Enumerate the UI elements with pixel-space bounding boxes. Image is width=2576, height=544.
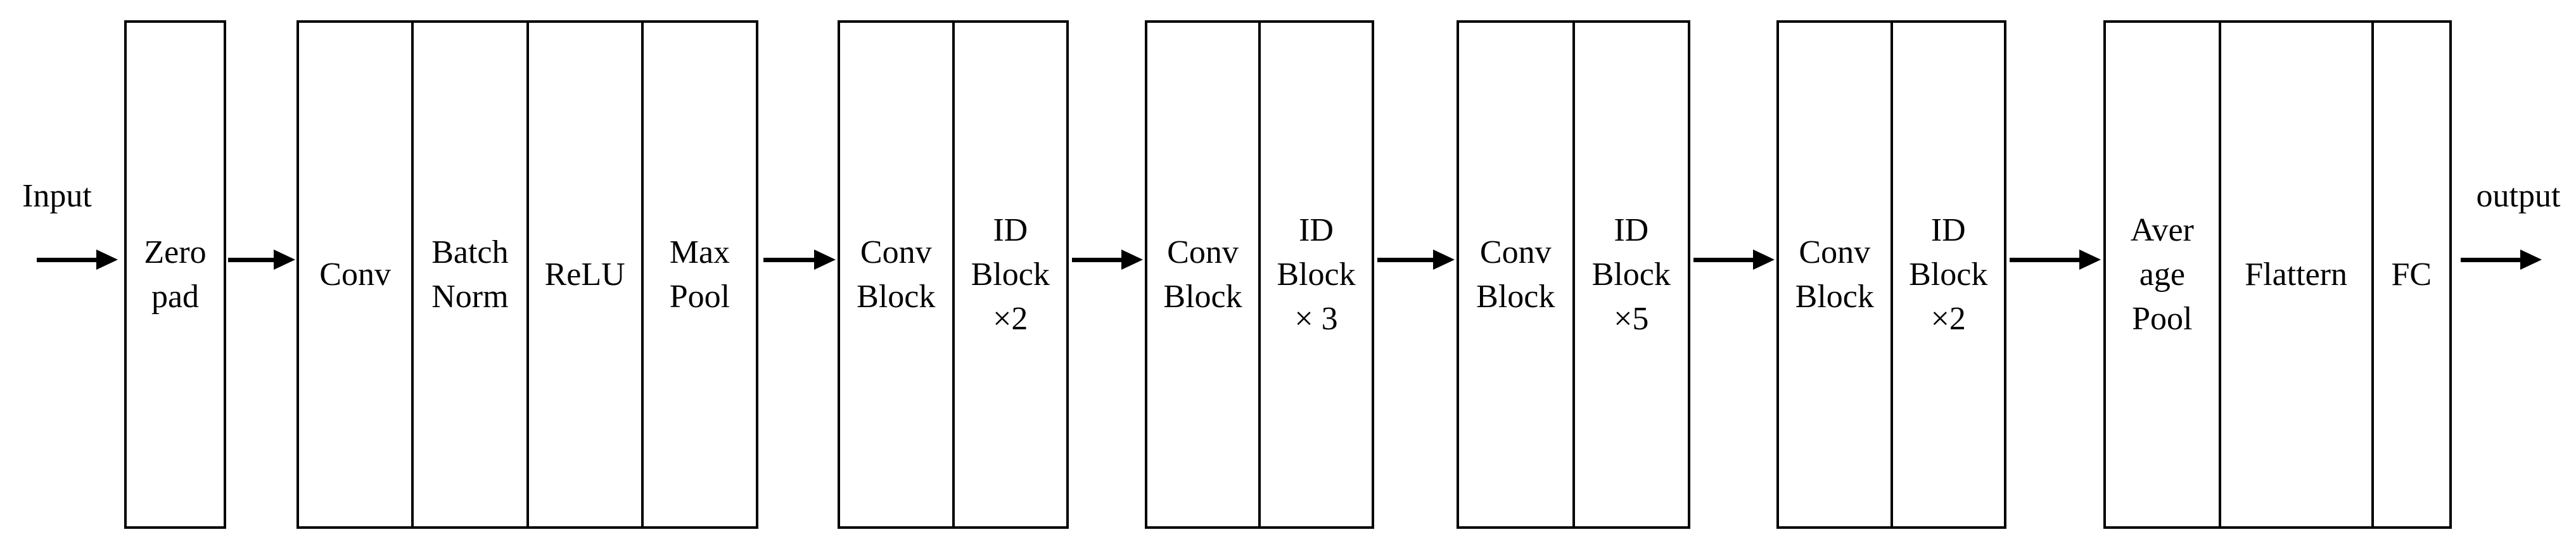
arrow-head-icon: [1753, 250, 1775, 270]
stage-2: Conv Block ID Block × 3: [1145, 20, 1374, 529]
cell-id-block: ID Block ×5: [1572, 23, 1688, 526]
arrow-head-icon: [2079, 250, 2101, 270]
arrow-shaft: [1072, 258, 1125, 262]
flow-arrow: [2010, 250, 2101, 270]
input-label: Input: [22, 178, 92, 214]
cell-batch-norm: Batch Norm: [411, 23, 526, 526]
cell-relu: ReLU: [526, 23, 641, 526]
layer-label: ReLU: [544, 256, 625, 293]
cell-conv: Conv: [299, 23, 411, 526]
flow-arrow: [763, 250, 836, 270]
arrow-head-icon: [2520, 250, 2542, 270]
flow-arrow: [1072, 250, 1143, 270]
cell-conv-block: Conv Block: [1147, 23, 1258, 526]
layer-label: Zero pad: [144, 234, 207, 315]
layer-label: Batch Norm: [431, 234, 509, 315]
cell-average-pool: Aver age Pool: [2106, 23, 2219, 526]
arrow-head-icon: [274, 250, 295, 270]
arrow-head-icon: [1433, 250, 1455, 270]
arrow-shaft: [763, 258, 818, 262]
stem-stage: Conv Batch Norm ReLU Max Pool: [296, 20, 758, 529]
layer-label: ID Block ×2: [1909, 212, 1988, 337]
flow-arrow: [1377, 250, 1455, 270]
arrow-head-icon: [814, 250, 836, 270]
cell-id-block: ID Block ×2: [952, 23, 1067, 526]
layer-label: Conv Block: [1163, 234, 1242, 315]
arrow-shaft: [1693, 258, 1757, 262]
layer-label: FC: [2391, 256, 2432, 293]
arrow-shaft: [2461, 258, 2524, 262]
cell-zero-pad: Zero pad: [127, 23, 224, 526]
cell-flattern: Flattern: [2218, 23, 2371, 526]
stage-1: Conv Block ID Block ×2: [838, 20, 1069, 529]
layer-label: Conv: [319, 256, 391, 293]
layer-label: Max Pool: [669, 234, 730, 315]
arrow-head-icon: [96, 250, 118, 270]
arrow-shaft: [228, 258, 277, 262]
layer-label: Conv Block: [1795, 234, 1874, 315]
flow-arrow: [2461, 250, 2542, 270]
flow-arrow: [37, 250, 118, 270]
layer-label: Conv Block: [1476, 234, 1555, 315]
layer-label: Conv Block: [857, 234, 936, 315]
cell-conv-block: Conv Block: [840, 23, 952, 526]
head-stage: Aver age Pool Flattern FC: [2103, 20, 2452, 529]
layer-label: ID Block × 3: [1277, 212, 1356, 337]
cell-id-block: ID Block ×2: [1890, 23, 2005, 526]
layer-label: Flattern: [2245, 256, 2347, 293]
cell-fc: FC: [2371, 23, 2449, 526]
cell-conv-block: Conv Block: [1779, 23, 1891, 526]
arrow-shaft: [2010, 258, 2083, 262]
arrow-shaft: [1377, 258, 1437, 262]
flow-arrow: [228, 250, 295, 270]
zero-pad-stage: Zero pad: [124, 20, 226, 529]
layer-label: ID Block ×2: [971, 212, 1050, 337]
arrow-head-icon: [1121, 250, 1143, 270]
cell-conv-block: Conv Block: [1459, 23, 1572, 526]
flow-arrow: [1693, 250, 1775, 270]
cell-id-block: ID Block × 3: [1258, 23, 1372, 526]
stage-3: Conv Block ID Block ×5: [1457, 20, 1690, 529]
output-label: output: [2476, 178, 2561, 214]
layer-label: ID Block ×5: [1591, 212, 1671, 337]
cell-max-pool: Max Pool: [641, 23, 756, 526]
layer-label: Aver age Pool: [2130, 212, 2194, 337]
stage-4: Conv Block ID Block ×2: [1776, 20, 2006, 529]
arrow-shaft: [37, 258, 100, 262]
